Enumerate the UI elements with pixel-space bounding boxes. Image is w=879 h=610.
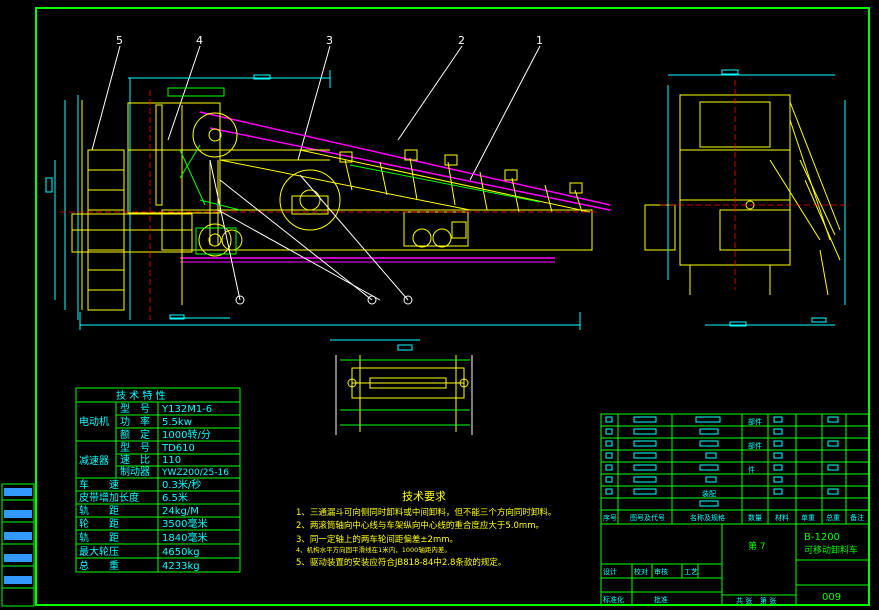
spec-label: 型 号: [120, 402, 150, 415]
header-cell: 数量: [748, 513, 762, 522]
tech-spec-table: [75, 387, 241, 573]
drawing-title: 可移动卸料车: [804, 544, 858, 556]
header-cell: 总重: [826, 513, 840, 522]
sign-label: 标准化: [603, 595, 624, 604]
header-cell: 名称及规格: [690, 513, 725, 522]
note-item: 4、机构水平方向固平滑线在1米内，1000轴距内差。: [296, 545, 451, 554]
spec-label: 车 速: [79, 478, 119, 491]
spec-label: 皮带增加长度: [79, 491, 139, 504]
sheet-number: 009: [822, 592, 841, 603]
spec-value: YWZ200/25-16: [161, 468, 229, 478]
spec-label: 额 定: [120, 428, 150, 441]
spec-value: Y132M1-6: [161, 404, 212, 415]
outer-frame: [35, 7, 870, 606]
note-item: 5、驱动装置的安装应符合JB818-84中2.8条款的规定。: [296, 557, 506, 568]
common-label: 部件: [748, 417, 762, 426]
spec-value: 4233kg: [162, 561, 200, 572]
spec-label: 总 重: [79, 559, 119, 572]
spec-group-reducer: 减速器: [79, 455, 109, 467]
common-label: 部件: [748, 441, 762, 450]
note-item: 1、三通漏斗可向侧同时卸料或中间卸料，但不能三个方向同时卸料。: [296, 507, 556, 518]
spec-title: 技 术 特 性: [116, 389, 166, 402]
side-sheet: [1, 483, 35, 607]
spec-label: 制动器: [120, 465, 150, 478]
notes-title: 技术要求: [402, 490, 446, 503]
spec-value: 4650kg: [162, 547, 200, 558]
spec-label: 轨 距: [79, 531, 119, 544]
assembly-mark: 装配: [702, 489, 716, 498]
header-cell: 单重: [801, 513, 815, 522]
callout-5: 5: [116, 34, 123, 47]
note-item: 3、同一定轴上的两车轮间距偏差±2mm。: [296, 534, 458, 545]
side-view: [644, 94, 841, 296]
header-cell: 序号: [603, 513, 617, 522]
header-cell: 材料: [775, 513, 789, 522]
spec-label: 轨 距: [79, 504, 119, 517]
spec-value: 0.3米/秒: [162, 478, 201, 491]
header-cell: 备注: [850, 513, 864, 522]
spec-group-motor: 电动机: [79, 415, 109, 428]
sign-label: 审核: [654, 567, 668, 576]
callout-4: 4: [196, 34, 203, 47]
sign-label: 工艺: [684, 568, 698, 576]
title-block: [600, 413, 870, 606]
callout-1: 1: [536, 34, 543, 47]
note-item: 2、两滚筒轴向中心线与车架纵向中心线的重合度应大于5.0mm。: [296, 520, 544, 531]
spec-label: 最大轮压: [79, 545, 119, 558]
drawing-label: 第 7: [748, 540, 766, 552]
spec-label: 型 号: [120, 441, 150, 454]
spec-value: 5.5kw: [162, 417, 192, 428]
detail-view: [335, 355, 473, 435]
spec-label: 轮 距: [79, 517, 119, 530]
spec-label: 功 率: [120, 415, 150, 428]
callout-2: 2: [458, 34, 465, 47]
spec-value: 1000转/分: [162, 428, 211, 441]
main-elevation-view: [45, 45, 611, 351]
sheet-count-label: 共 张: [736, 596, 752, 605]
callout-3: 3: [326, 34, 333, 47]
header-cell: 图号及代号: [630, 513, 665, 522]
common-label: 件: [748, 465, 755, 474]
sheet-index-label: 第 张: [760, 596, 776, 605]
parts-list-marks: [605, 416, 839, 507]
sign-label: 设计: [603, 567, 617, 576]
spec-value: 3500毫米: [162, 517, 207, 530]
sign-label: 校对: [634, 567, 648, 576]
spec-label: 速 比: [120, 454, 150, 466]
spec-value: 24kg/M: [162, 506, 199, 517]
sign-label: 批准: [654, 595, 668, 604]
spec-value: 1840毫米: [162, 531, 207, 544]
spec-value: 6.5米: [162, 491, 188, 504]
spec-value: TD610: [161, 443, 195, 454]
spec-value: 110: [162, 455, 181, 466]
drawing-code: B-1200: [804, 532, 840, 543]
